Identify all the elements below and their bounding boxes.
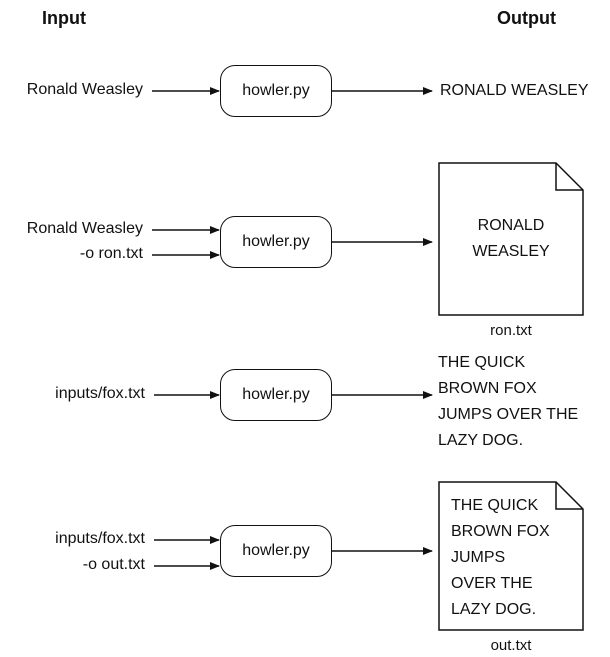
row2-input-name: Ronald Weasley [26,220,143,237]
output-column-header: Output [497,8,556,28]
row1-output: RONALD WEASLEY [440,82,589,99]
row3-output-line: BROWN FOX [438,380,537,397]
row2-program-label: howler.py [242,233,310,250]
row4-file-line: BROWN FOX [451,523,550,540]
row3-output-line: LAZY DOG. [438,432,524,449]
row4-file-caption: out.txt [490,637,532,654]
row4-file-line: OVER THE [451,575,533,592]
out-txt-document-icon [438,481,584,631]
row4-program-label: howler.py [242,542,310,559]
row3-input: inputs/fox.txt [55,385,145,402]
ron-txt-document-icon [438,162,584,316]
row3-output-line: JUMPS OVER THE [438,406,579,423]
row3-output: THE QUICK BROWN FOX JUMPS OVER THE LAZY … [438,350,578,454]
row3-output-line: THE QUICK [438,354,526,371]
row4-file-line: JUMPS [451,549,506,566]
row1-program-box: howler.py [220,65,332,117]
row3-program-box: howler.py [220,369,332,421]
row2-file-content: RONALD WEASLEY [439,213,583,265]
row4-file-line: LAZY DOG. [451,601,537,618]
row4-input-file: inputs/fox.txt [55,530,145,547]
input-column-header: Input [42,8,86,28]
row2-file-caption: ron.txt [490,322,532,339]
row2-file-line: RONALD [477,217,545,234]
row3-program-label: howler.py [242,386,310,403]
row2-input-flag: -o ron.txt [79,245,143,262]
row1-program-label: howler.py [242,82,310,99]
row4-input-flag: -o out.txt [82,556,145,573]
row2-file-line: WEASLEY [472,243,550,260]
row4-file-line: THE QUICK [451,497,539,514]
row4-program-box: howler.py [220,525,332,577]
row1-input: Ronald Weasley [26,81,143,98]
row4-file-content: THE QUICK BROWN FOX JUMPS OVER THE LAZY … [451,493,550,623]
row2-program-box: howler.py [220,216,332,268]
